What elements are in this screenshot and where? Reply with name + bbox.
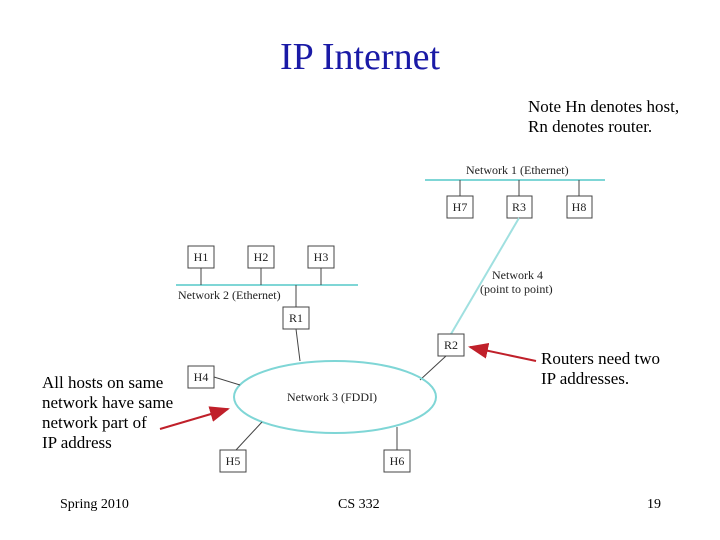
host-h1: H1	[187, 245, 215, 269]
router-r2: R2	[437, 333, 465, 357]
legend-note-line-2: Rn denotes router.	[528, 117, 653, 136]
legend-note: Note Hn denotes host, Rn denotes router.	[528, 97, 679, 137]
host-h6-label: H6	[390, 454, 405, 468]
host-h4: H4	[187, 365, 215, 389]
host-h5: H5	[219, 449, 247, 473]
routers-note: Routers need two IP addresses.	[541, 349, 660, 389]
host-h4-label: H4	[194, 370, 209, 384]
r1-ring-link	[295, 328, 301, 362]
r2-ring-link	[419, 355, 447, 381]
router-r2-label: R2	[444, 338, 458, 352]
routers-note-line-2: IP addresses.	[541, 369, 630, 388]
network-4-label-line-2: (point to point)	[480, 282, 553, 296]
network-3-label: Network 3 (FDDI)	[287, 390, 377, 404]
host-h7: H7	[446, 195, 474, 219]
host-h3-label: H3	[314, 250, 329, 264]
hosts-note-line-4: IP address	[42, 433, 112, 452]
hosts-note-line-3: network part of	[42, 413, 147, 432]
hosts-note: All hosts on same network have same netw…	[42, 373, 173, 453]
network-4-link	[450, 217, 520, 335]
host-h7-label: H7	[453, 200, 468, 214]
network-4-label-line-1: Network 4	[492, 268, 543, 282]
router-r3: R3	[506, 195, 533, 219]
network-1-label: Network 1 (Ethernet)	[466, 163, 569, 177]
host-h6: H6	[383, 449, 411, 473]
footer-course: CS 332	[338, 497, 380, 512]
host-h2-label: H2	[254, 250, 269, 264]
router-r1-label: R1	[289, 311, 303, 325]
host-h8-label: H8	[572, 200, 587, 214]
hosts-note-line-2: network have same	[42, 393, 174, 412]
host-h5-label: H5	[226, 454, 241, 468]
host-h1-label: H1	[194, 250, 209, 264]
host-h3: H3	[307, 245, 335, 269]
routers-note-line-1: Routers need two	[541, 349, 660, 368]
network-3-ring	[233, 360, 437, 434]
legend-note-line-1: Note Hn denotes host,	[528, 97, 680, 116]
slide-title: IP Internet	[279, 36, 441, 78]
routers-note-arrow	[468, 342, 537, 362]
host-h2: H2	[247, 245, 275, 269]
footer-page-number: 19	[647, 497, 661, 512]
footer-date: Spring 2010	[60, 497, 129, 512]
router-r3-label: R3	[512, 200, 526, 214]
h5-ring-link	[235, 421, 263, 451]
network-2-label: Network 2 (Ethernet)	[178, 288, 281, 302]
hosts-note-line-1: All hosts on same	[42, 373, 164, 392]
hosts-note-arrow	[159, 406, 230, 430]
router-r1: R1	[282, 306, 310, 330]
h4-ring-link	[213, 376, 241, 386]
host-h8: H8	[566, 195, 593, 219]
